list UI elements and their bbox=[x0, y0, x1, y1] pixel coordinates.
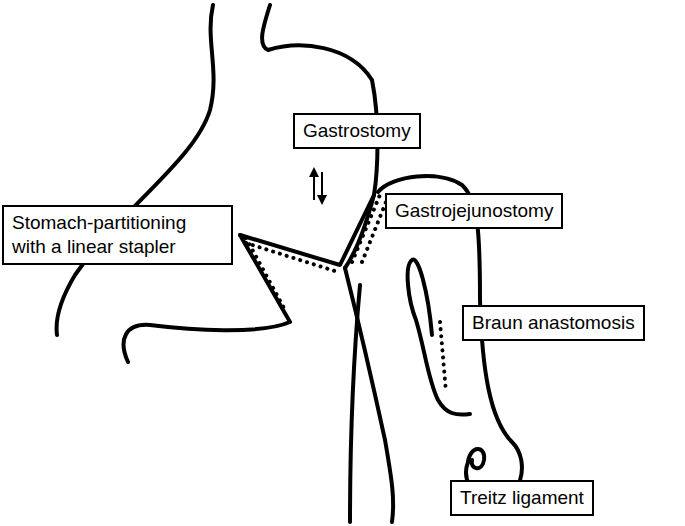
label-text: Treitz ligament bbox=[460, 486, 584, 510]
staple-line bbox=[246, 243, 338, 272]
gastrostomy-arrow bbox=[321, 172, 323, 200]
efferent-limb-inner bbox=[350, 285, 360, 522]
label-text: Gastrostomy bbox=[303, 119, 411, 143]
esophagus-left-wall bbox=[57, 5, 214, 335]
gastrojejunostomy-sutures bbox=[352, 190, 382, 262]
label-box: Gastrojejunostomy bbox=[385, 193, 563, 229]
label-box: Gastrostomy bbox=[293, 113, 421, 149]
braun-sutures bbox=[440, 322, 446, 392]
label-text: Braun anastomosis bbox=[472, 311, 635, 335]
label-text: Stomach-partitioning with a linear stapl… bbox=[12, 211, 223, 259]
treitz-hook bbox=[468, 449, 484, 468]
gastrostomy-arrow bbox=[313, 172, 315, 200]
efferent-limb-outer bbox=[345, 268, 393, 522]
label-text: Gastrojejunostomy bbox=[395, 199, 553, 223]
label-box: Braun anastomosis bbox=[462, 305, 645, 341]
staple-line bbox=[246, 238, 286, 312]
label-box: Stomach-partitioning with a linear stapl… bbox=[2, 205, 233, 265]
label-box: Treitz ligament bbox=[450, 480, 594, 516]
braun-loop bbox=[408, 260, 470, 415]
